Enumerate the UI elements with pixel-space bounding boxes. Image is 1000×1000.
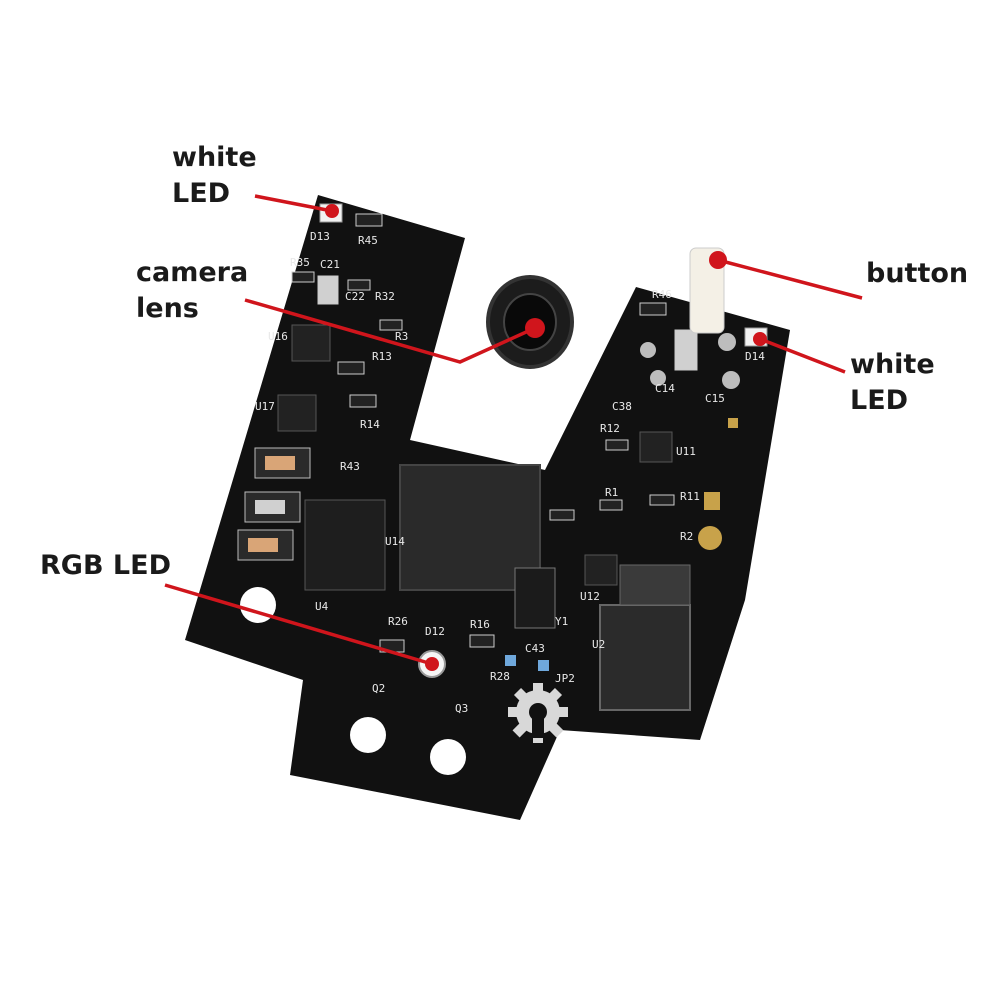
chip-u17 [277, 394, 317, 432]
callout-dot-white-led-left [325, 204, 339, 218]
callout-lines [164, 194, 863, 666]
silkscreen-labels: D13 R45 R35 C21 C22 R32 R3 R13 U16 U17 R… [255, 230, 765, 715]
chip-u4 [304, 499, 386, 591]
silk-c15: C15 [705, 392, 725, 405]
silk-u16: U16 [268, 330, 288, 343]
silk-u17: U17 [255, 400, 275, 413]
callout-dot-camera-lens [525, 318, 545, 338]
callout-line-rgb-led [164, 583, 433, 666]
callout-line-button [717, 258, 863, 300]
silk-r11: R11 [680, 490, 700, 503]
silk-r26: R26 [388, 615, 408, 628]
crystal-y1 [514, 567, 556, 629]
chip-u16 [291, 324, 331, 362]
silk-c22: C22 [345, 290, 365, 303]
silk-d13: D13 [310, 230, 330, 243]
callout-camera-lens: camera lens [136, 255, 248, 327]
mounting-hole-2 [350, 717, 386, 753]
chip-u12 [584, 554, 618, 586]
test-pad-2 [650, 370, 666, 386]
callout-dot-white-led-right [753, 332, 767, 346]
callout-button: button [866, 256, 968, 292]
capacitor-large-1 [254, 447, 311, 479]
callout-rgb-led: RGB LED [40, 548, 171, 584]
silk-y1: Y1 [555, 615, 568, 628]
blue-pad-1 [505, 655, 516, 666]
regulator-u2 [599, 604, 691, 711]
silk-c21: C21 [320, 258, 340, 271]
open-hardware-gear-icon [508, 683, 568, 743]
silk-c38: C38 [612, 400, 632, 413]
test-pad-1 [640, 342, 656, 358]
push-button [689, 247, 725, 334]
chip-u11 [639, 431, 673, 463]
callout-camera-lens-line2: lens [136, 293, 199, 324]
silk-r43: R43 [340, 460, 360, 473]
silk-u2: U2 [592, 638, 605, 651]
callout-white-led-left-line1: white [172, 142, 257, 173]
callout-line-white-led-right [759, 337, 846, 374]
silk-q3: Q3 [455, 702, 468, 715]
silk-u14: U14 [385, 535, 405, 548]
silk-r16: R16 [470, 618, 490, 631]
silk-r35: R35 [290, 256, 310, 269]
callout-white-led-right-line1: white [850, 349, 935, 380]
buzzer-pad [698, 526, 722, 550]
silk-u11: U11 [676, 445, 696, 458]
silk-r45: R45 [358, 234, 378, 247]
callout-line-white-led-left [254, 194, 333, 213]
test-pad-4 [722, 371, 740, 389]
silk-d12: D12 [425, 625, 445, 638]
silk-r13: R13 [372, 350, 392, 363]
callout-white-led-left: white LED [172, 140, 257, 212]
silk-r1: R1 [605, 486, 618, 499]
silk-c14: C14 [655, 382, 675, 395]
callout-dot-button [709, 251, 727, 269]
callout-line-camera-lens [244, 298, 536, 364]
silk-jp2: JP2 [555, 672, 575, 685]
silk-u12: U12 [580, 590, 600, 603]
silk-r2: R2 [680, 530, 693, 543]
silk-r14: R14 [360, 418, 380, 431]
capacitor-pad-3 [248, 538, 278, 552]
callout-camera-lens-line1: camera [136, 257, 249, 288]
callout-white-led-left-line2: LED [172, 178, 231, 209]
gold-pad [704, 492, 720, 510]
callout-rgb-led-line1: RGB LED [40, 550, 171, 581]
silk-r3: R3 [395, 330, 408, 343]
silk-r12: R12 [600, 422, 620, 435]
mounting-hole-3 [430, 739, 466, 775]
callout-dot-rgb-led [425, 657, 439, 671]
callout-dots [325, 204, 767, 671]
silk-u4: U4 [315, 600, 329, 613]
callout-white-led-right: white LED [850, 347, 935, 419]
silk-c43: C43 [525, 642, 545, 655]
silk-d14: D14 [745, 350, 765, 363]
silk-r46: R46 [652, 288, 672, 301]
silk-q2: Q2 [372, 682, 385, 695]
silk-r28: R28 [490, 670, 510, 683]
callout-button-line1: button [866, 258, 969, 289]
capacitor-pad-2 [255, 500, 285, 514]
test-pad-3 [718, 333, 736, 351]
gold-pad-2 [728, 418, 738, 428]
capacitor-pad-1 [265, 456, 295, 470]
blue-pad-2 [538, 660, 549, 671]
regulator-tab [619, 564, 691, 606]
silk-r32: R32 [375, 290, 395, 303]
callout-white-led-right-line2: LED [850, 385, 909, 416]
